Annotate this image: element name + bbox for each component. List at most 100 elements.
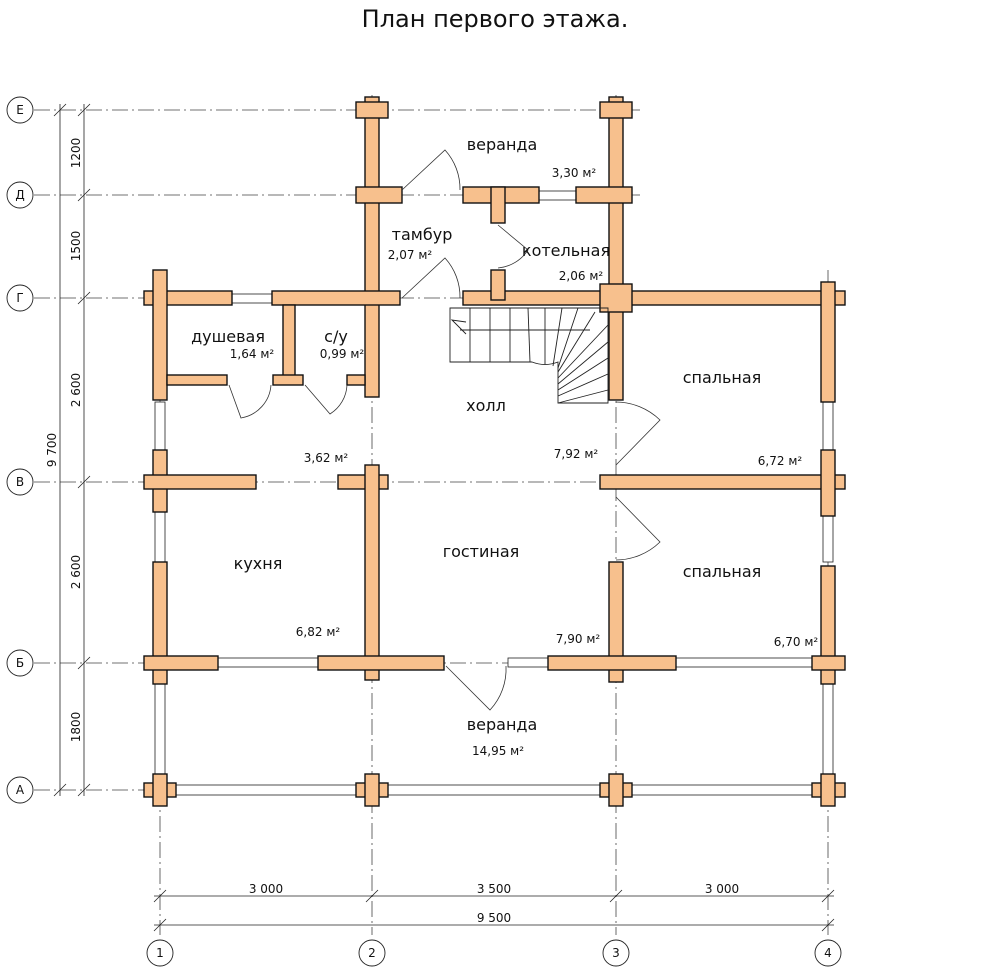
- room-area-bedroom1: 6,72 м²: [758, 454, 803, 468]
- door-tambur-hall: [401, 257, 461, 299]
- staircase: [449, 307, 609, 404]
- wall-col1-upper: [152, 269, 168, 401]
- axis-bubble-1: [146, 939, 174, 967]
- room-name-bedroom2: спальная: [683, 562, 762, 581]
- walls: [143, 96, 846, 807]
- door-boiler: [497, 224, 529, 269]
- room-area-living: 7,90 м²: [556, 632, 601, 646]
- room-name-wc: с/у: [324, 327, 348, 346]
- wall-col3-lower: [608, 561, 624, 683]
- axis-bubble-3: [602, 939, 630, 967]
- stair-outline: [449, 307, 609, 404]
- wall-col4-lower: [820, 565, 836, 685]
- room-area-corridor: 3,62 м²: [304, 451, 349, 465]
- dim-bottom-3: 3 000: [705, 882, 739, 896]
- window-shower: [229, 293, 275, 304]
- wall-col3-upper: [608, 96, 624, 401]
- door-veranda-tambur: [401, 149, 461, 191]
- wall-g-right: [462, 290, 846, 306]
- axis-label-2: 2: [368, 946, 376, 960]
- room-area-veranda-top: 3,30 м²: [552, 166, 597, 180]
- window-living-south: [507, 657, 549, 668]
- dim-left-3: 2 600: [69, 373, 83, 407]
- wall-b-3: [547, 655, 677, 671]
- wall-col2-e-cross: [355, 101, 389, 119]
- axis-label-b: Б: [16, 656, 24, 670]
- axis-bubble-g: [6, 284, 34, 312]
- window-left-hall: [154, 401, 166, 453]
- wall-b-1: [143, 655, 219, 671]
- room-area-bedroom2: 6,70 м²: [774, 635, 819, 649]
- wall-v-right: [599, 474, 846, 490]
- dim-bottom-2: 3 500: [477, 882, 511, 896]
- door-main-entry: [445, 665, 507, 711]
- wall-d-stub: [490, 186, 506, 224]
- axis-label-v: В: [16, 475, 24, 489]
- dim-bottom-total: 9 500: [477, 911, 511, 925]
- room-name-bedroom1: спальная: [683, 368, 762, 387]
- axis-bubble-2: [358, 939, 386, 967]
- axis-label-4: 4: [824, 946, 832, 960]
- room-name-tambur: тамбур: [392, 225, 453, 244]
- wall-col2-upper: [364, 96, 380, 398]
- veranda-railing-right: [822, 681, 834, 779]
- wall-wc-right-stub: [346, 374, 366, 386]
- dim-left-4: 2 600: [69, 555, 83, 589]
- veranda-railing-left: [154, 681, 166, 779]
- wall-shower-bottom: [166, 374, 228, 386]
- plan-title: План первого этажа.: [362, 5, 629, 33]
- window-veranda-top: [537, 190, 577, 201]
- wall-shower-wc: [282, 304, 296, 384]
- wall-col3-e-cross: [599, 101, 633, 119]
- wall-col1-lower: [152, 561, 168, 685]
- window-left-kitchen: [154, 509, 166, 563]
- room-name-veranda-main: веранда: [467, 715, 538, 734]
- dim-left-1: 1200: [69, 138, 83, 169]
- wall-b-2: [317, 655, 445, 671]
- left-dimensions: 1200 1500 2 600 2 600 1800 9 700: [45, 103, 91, 797]
- room-labels: веранда 3,30 м² тамбур 2,07 м² котельная…: [191, 135, 818, 758]
- room-name-living: гостиная: [443, 542, 520, 561]
- axis-label-e: Е: [16, 103, 24, 117]
- axis-label-g: Г: [16, 291, 23, 305]
- dim-left-5: 1800: [69, 712, 83, 743]
- door-shower: [228, 384, 272, 419]
- room-name-veranda-top: веранда: [467, 135, 538, 154]
- axis-bubble-b: [6, 649, 34, 677]
- room-area-wc: 0,99 м²: [320, 347, 365, 361]
- axis-label-d: Д: [15, 188, 24, 202]
- dim-left-total: 9 700: [45, 433, 59, 467]
- post-a1-v: [152, 773, 168, 807]
- axis-bubble-d: [6, 181, 34, 209]
- dim-bottom-1: 3 000: [249, 882, 283, 896]
- room-area-tambur: 2,07 м²: [388, 248, 433, 262]
- axis-bubble-4: [814, 939, 842, 967]
- axis-label-a: А: [16, 783, 25, 797]
- axis-label-1: 1: [156, 946, 164, 960]
- window-right-bedroom1: [822, 401, 834, 453]
- wall-g-middle: [271, 290, 401, 306]
- axis-bubble-a: [6, 776, 34, 804]
- post-a4-v: [820, 773, 836, 807]
- wall-col3-g-cross: [599, 283, 633, 313]
- door-wc: [304, 384, 348, 415]
- veranda-railing-2: [387, 784, 601, 796]
- veranda-railing-1: [175, 784, 357, 796]
- axis-label-3: 3: [612, 946, 620, 960]
- room-name-boiler: котельная: [522, 241, 610, 260]
- window-bedroom2-south: [675, 657, 813, 668]
- room-area-kitchen: 6,82 м²: [296, 625, 341, 639]
- door-bedroom1: [615, 401, 661, 466]
- wall-v-middle: [337, 474, 389, 490]
- room-area-hall: 7,92 м²: [554, 447, 599, 461]
- axis-bubble-v: [6, 468, 34, 496]
- bottom-dimensions: 3 000 3 500 3 000 9 500: [153, 882, 835, 932]
- wall-b-4: [811, 655, 846, 671]
- wall-col4-upper: [820, 281, 836, 403]
- wall-d-right: [575, 186, 633, 204]
- room-name-hall: холл: [466, 396, 506, 415]
- axis-bubbles: Е Д Г В Б А 1 2 3 4: [6, 96, 842, 967]
- window-kitchen-south: [217, 657, 319, 668]
- veranda-railing-3: [631, 784, 813, 796]
